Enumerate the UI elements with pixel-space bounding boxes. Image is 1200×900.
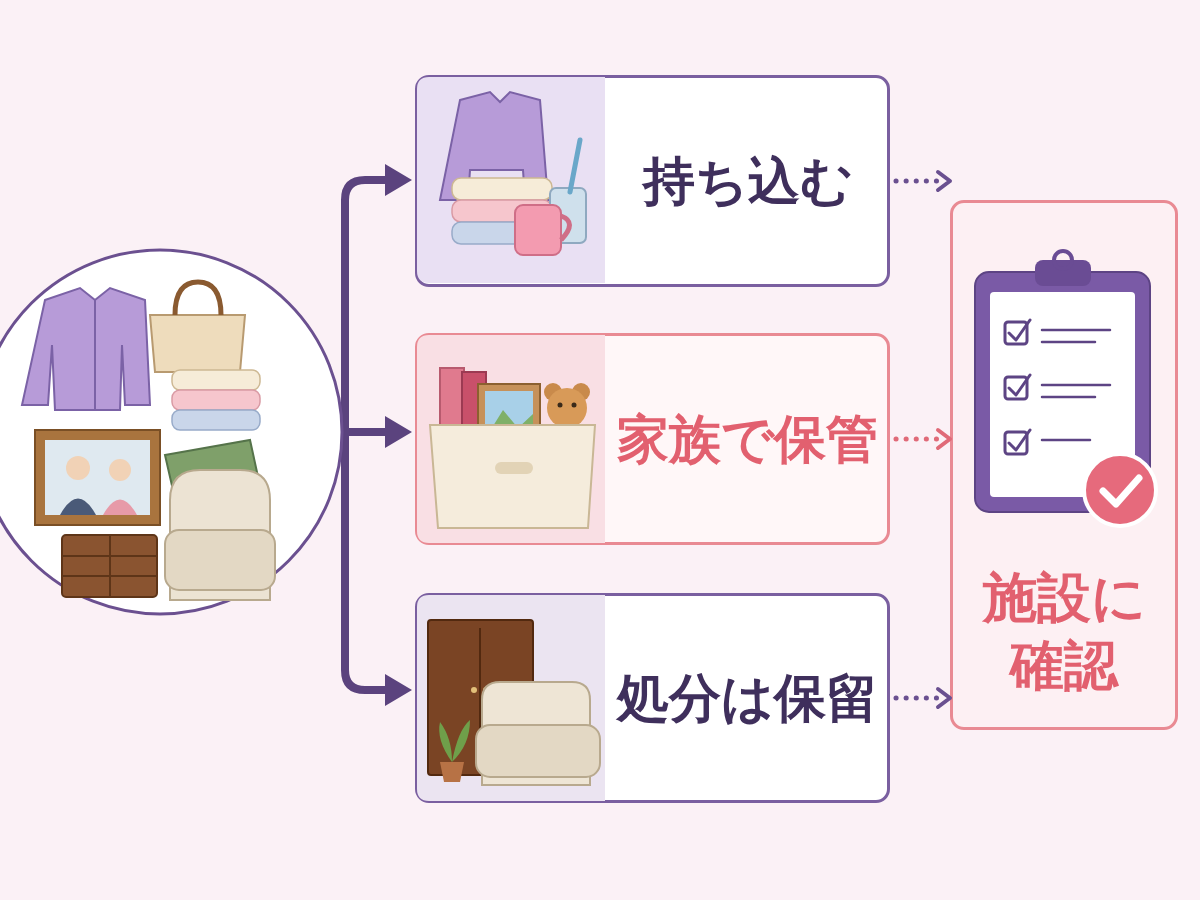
towel xyxy=(452,200,552,222)
bear-eye xyxy=(558,403,563,408)
book xyxy=(165,440,262,512)
toothbrush-cup xyxy=(550,188,586,243)
cardigan xyxy=(440,92,548,200)
box-label: 持ち込む xyxy=(643,149,853,214)
towel xyxy=(172,370,260,390)
photo-frame xyxy=(35,430,160,525)
checkmark xyxy=(1009,375,1030,395)
check-box: 施設に 確認 xyxy=(950,200,1178,730)
arrow-head xyxy=(938,430,950,448)
bear-head xyxy=(547,388,587,428)
checklist-line xyxy=(1042,385,1110,397)
check-badge xyxy=(1084,454,1156,526)
arrow-head xyxy=(385,674,412,706)
check-badge-mark xyxy=(1103,478,1139,504)
chest-lines xyxy=(62,535,157,597)
dotted-line xyxy=(896,437,946,442)
disposal-hold-illustration xyxy=(428,620,600,785)
bag xyxy=(150,315,245,372)
branch-trunk xyxy=(345,180,395,690)
armchair xyxy=(482,682,590,785)
toothbrush xyxy=(570,140,580,192)
towel xyxy=(172,390,260,410)
checkbox xyxy=(1005,432,1027,454)
wardrobe-door xyxy=(479,628,481,765)
armchair-seat xyxy=(476,725,600,777)
mug xyxy=(515,205,561,255)
clipboard xyxy=(975,272,1150,512)
belongings-illustration xyxy=(22,282,275,600)
plant xyxy=(439,720,470,762)
cardigan xyxy=(22,288,150,410)
album xyxy=(462,372,486,448)
picture xyxy=(485,391,533,439)
box-label: 施設に 確認 xyxy=(979,564,1149,699)
armchair xyxy=(170,470,270,600)
option-box: 持ち込む xyxy=(415,75,890,287)
arrow-head xyxy=(385,416,412,448)
checkbox xyxy=(1005,322,1027,344)
dotted-line xyxy=(896,696,946,701)
checklist-illustration xyxy=(975,251,1156,526)
photo xyxy=(45,440,150,515)
album xyxy=(440,368,464,448)
checkmark xyxy=(1009,430,1030,450)
branch-line xyxy=(320,428,395,436)
carry-in-illustration xyxy=(440,92,586,255)
dotted-arrow xyxy=(896,689,950,707)
cardigan-line xyxy=(94,300,96,410)
arrow-head xyxy=(938,689,950,707)
plant-pot xyxy=(440,762,464,782)
clip-ring xyxy=(1054,251,1072,269)
option-box: 家族で保管 xyxy=(415,333,890,545)
bear-ear xyxy=(544,383,562,401)
checklist-line xyxy=(1042,439,1090,442)
checkmark xyxy=(1009,320,1030,340)
bear-ear xyxy=(572,383,590,401)
box-handle xyxy=(495,462,533,474)
picture-frame xyxy=(478,384,540,446)
person-face xyxy=(109,459,131,481)
arrow-head xyxy=(938,172,950,190)
picture-hills xyxy=(485,410,533,439)
checkbox xyxy=(1005,377,1027,399)
paper xyxy=(990,292,1135,497)
wardrobe xyxy=(428,620,533,775)
person-body xyxy=(60,499,96,516)
storage-box xyxy=(430,425,595,528)
clip xyxy=(1035,260,1091,286)
belongings-circle xyxy=(0,250,342,614)
option-box: 処分は保留 xyxy=(415,593,890,803)
illustration-panel xyxy=(417,335,605,543)
dotted-line xyxy=(896,179,946,184)
dotted-arrow xyxy=(896,430,950,448)
box-label: 家族で保管 xyxy=(617,407,878,472)
checklist-line xyxy=(1042,330,1110,342)
mug-handle xyxy=(561,216,570,240)
box-label: 処分は保留 xyxy=(617,666,878,731)
person-face xyxy=(66,456,90,480)
bear-body xyxy=(545,424,589,464)
chest xyxy=(62,535,157,597)
arrow-head xyxy=(385,164,412,196)
towel xyxy=(172,410,260,430)
towel xyxy=(452,178,552,200)
bag-handle xyxy=(175,282,221,315)
bear-eye xyxy=(572,403,577,408)
illustration-panel xyxy=(417,595,605,801)
family-storage-illustration xyxy=(430,368,595,528)
illustration-panel xyxy=(417,77,605,283)
check-items xyxy=(1005,320,1110,454)
armchair-seat xyxy=(165,530,275,590)
person-body xyxy=(103,500,137,516)
wardrobe-knob xyxy=(483,687,489,693)
branch-arrows xyxy=(320,180,395,690)
towel xyxy=(452,222,552,244)
wardrobe-knob xyxy=(471,687,477,693)
dotted-arrow xyxy=(896,172,950,190)
branch-heads xyxy=(385,164,412,706)
